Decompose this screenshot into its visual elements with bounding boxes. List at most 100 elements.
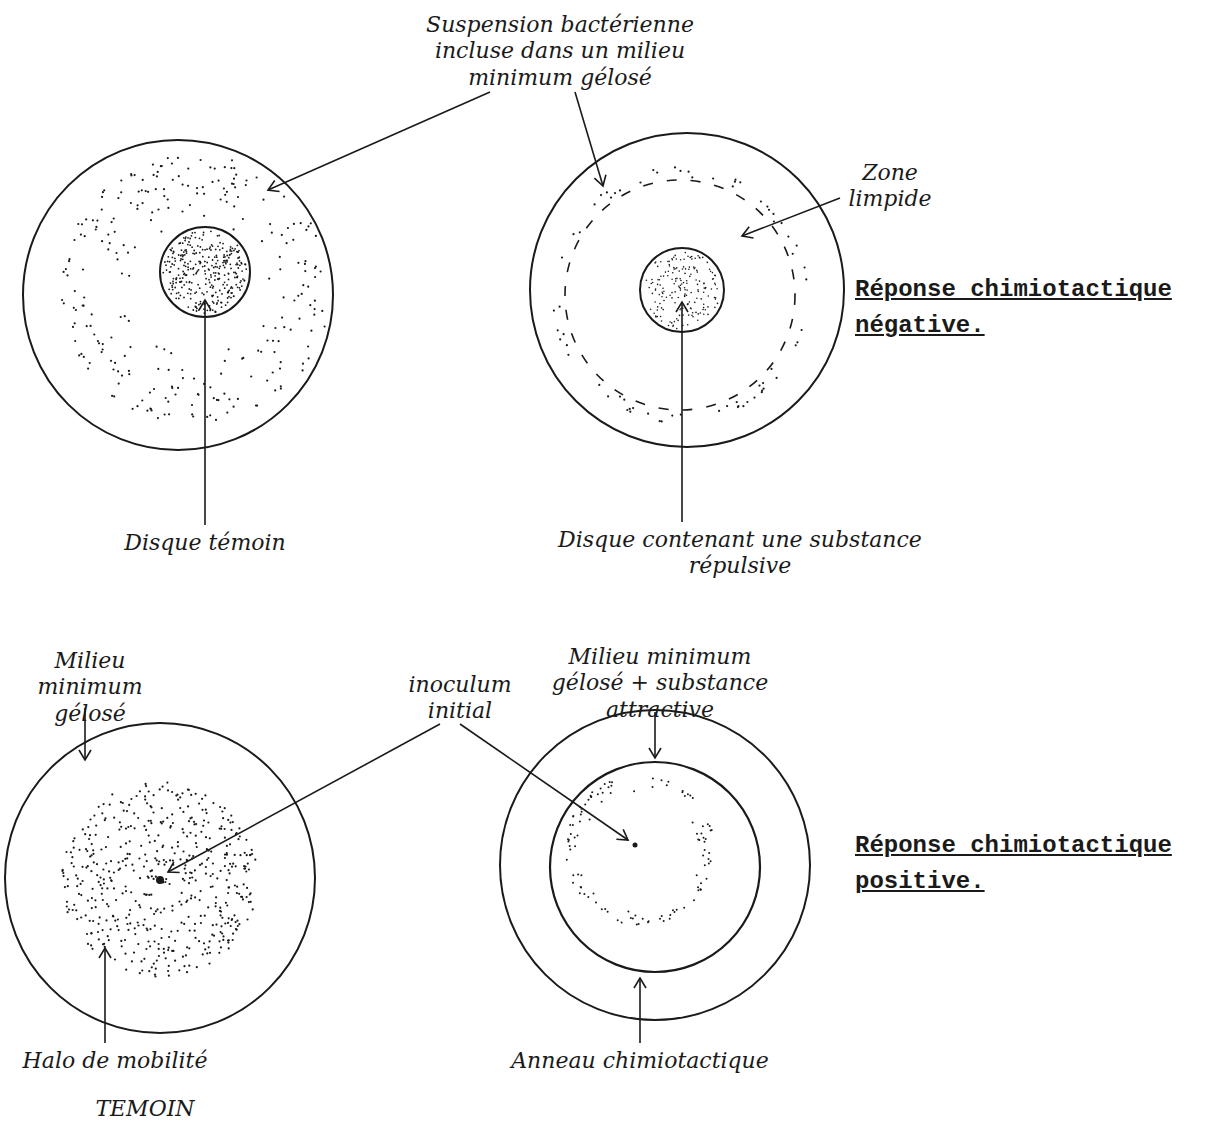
bacteria-dot xyxy=(170,266,172,268)
bacteria-dot xyxy=(737,405,739,407)
bacteria-dot xyxy=(804,266,806,268)
bacteria-dot xyxy=(216,266,218,268)
bacteria-dot xyxy=(590,796,592,798)
bacteria-dot xyxy=(673,324,675,326)
bacteria-dot xyxy=(659,294,661,296)
bacteria-dot xyxy=(143,893,145,895)
bacteria-dot xyxy=(241,285,243,287)
bacteria-dot xyxy=(655,261,657,263)
bacteria-dot xyxy=(212,862,214,864)
bacteria-dot xyxy=(672,909,674,911)
bacteria-dot xyxy=(87,865,89,867)
bacteria-dot xyxy=(166,782,168,784)
bacteria-dot xyxy=(213,935,215,937)
bacteria-dot xyxy=(163,948,165,950)
bacteria-dot xyxy=(228,917,230,919)
bacteria-dot xyxy=(145,190,147,192)
bacteria-dot xyxy=(234,277,236,279)
bacteria-dot xyxy=(206,262,208,264)
bacteria-dot xyxy=(96,874,98,876)
bacteria-dot xyxy=(707,306,709,308)
bacteria-dot xyxy=(652,282,654,284)
bacteria-dot xyxy=(211,181,213,183)
bacteria-dot xyxy=(687,793,689,795)
bacteria-dot xyxy=(673,283,675,285)
bacteria-dot xyxy=(604,908,606,910)
bacteria-dot xyxy=(124,858,126,860)
bacteria-dot xyxy=(122,802,124,804)
bacteria-dot xyxy=(204,948,206,950)
bacteria-dot xyxy=(96,220,98,222)
bacteria-dot xyxy=(685,268,687,270)
bacteria-dot xyxy=(700,882,702,884)
bacteria-dot xyxy=(166,269,168,271)
bacteria-dot xyxy=(680,284,682,286)
bacteria-dot xyxy=(197,394,199,396)
bacteria-dot xyxy=(655,315,657,317)
bacteria-dot xyxy=(671,322,673,324)
bacteria-dot xyxy=(224,287,226,289)
bacteria-dot xyxy=(182,258,184,260)
bacteria-dot xyxy=(171,813,173,815)
bacteria-dot xyxy=(210,276,212,278)
bacteria-dot xyxy=(197,270,199,272)
bacteria-dot xyxy=(222,935,224,937)
bacteria-dot xyxy=(190,293,192,295)
bacteria-dot xyxy=(156,908,158,910)
bacteria-dot xyxy=(150,907,152,909)
bacteria-dot xyxy=(98,342,100,344)
bacteria-dot xyxy=(134,246,136,248)
bacteria-dot xyxy=(224,360,226,362)
bacteria-dot xyxy=(792,253,794,255)
bacteria-dot xyxy=(669,321,671,323)
bacteria-dot xyxy=(145,785,147,787)
bacteria-dot xyxy=(232,933,234,935)
bacteria-dot xyxy=(190,298,192,300)
bacteria-dot xyxy=(233,183,235,185)
bacteria-dot xyxy=(696,833,698,835)
bacteria-dot xyxy=(103,878,105,880)
bacteria-dot xyxy=(712,278,714,280)
clear-zone-boundary xyxy=(565,180,795,410)
bacteria-dot xyxy=(175,282,177,284)
bacteria-dot xyxy=(660,276,662,278)
bacteria-dot xyxy=(133,952,135,954)
bacteria-dot xyxy=(170,930,172,932)
bacteria-dot xyxy=(237,245,239,247)
bacteria-dot xyxy=(600,787,602,789)
bacteria-dot xyxy=(661,320,663,322)
bacteria-dot xyxy=(239,260,241,262)
bacteria-dot xyxy=(600,194,602,196)
bacteria-dot xyxy=(215,902,217,904)
bacteria-dot xyxy=(636,924,638,926)
bacteria-dot xyxy=(272,340,274,342)
bacteria-dot xyxy=(144,918,146,920)
bacteria-dot xyxy=(194,930,196,932)
bacteria-dot xyxy=(185,236,187,238)
bacteria-dot xyxy=(144,795,146,797)
bacteria-dot xyxy=(148,970,150,972)
bacteria-dot xyxy=(221,306,223,308)
bacteria-dot xyxy=(125,864,127,866)
bacteria-dot xyxy=(149,928,151,930)
bacteria-dot xyxy=(707,262,709,264)
bacteria-dot xyxy=(78,849,80,851)
bacteria-dot xyxy=(579,231,581,233)
bacteria-dot xyxy=(716,288,718,290)
bacteria-dot xyxy=(202,266,204,268)
bacteria-dot xyxy=(569,845,571,847)
bacteria-dot xyxy=(194,923,196,925)
bacteria-dot xyxy=(168,369,170,371)
bacteria-dot xyxy=(182,956,184,958)
part-label: Halo de mobilité xyxy=(10,1048,220,1074)
bacteria-dot xyxy=(188,855,190,857)
bacteria-dot xyxy=(234,884,236,886)
bacteria-dot xyxy=(226,284,228,286)
bacteria-dot xyxy=(212,259,214,261)
bacteria-dot xyxy=(137,943,139,945)
bacteria-dot xyxy=(182,277,184,279)
bacteria-dot xyxy=(168,975,170,977)
bacteria-dot xyxy=(703,313,705,315)
bacteria-dot xyxy=(215,272,217,274)
bacteria-dot xyxy=(206,952,208,954)
